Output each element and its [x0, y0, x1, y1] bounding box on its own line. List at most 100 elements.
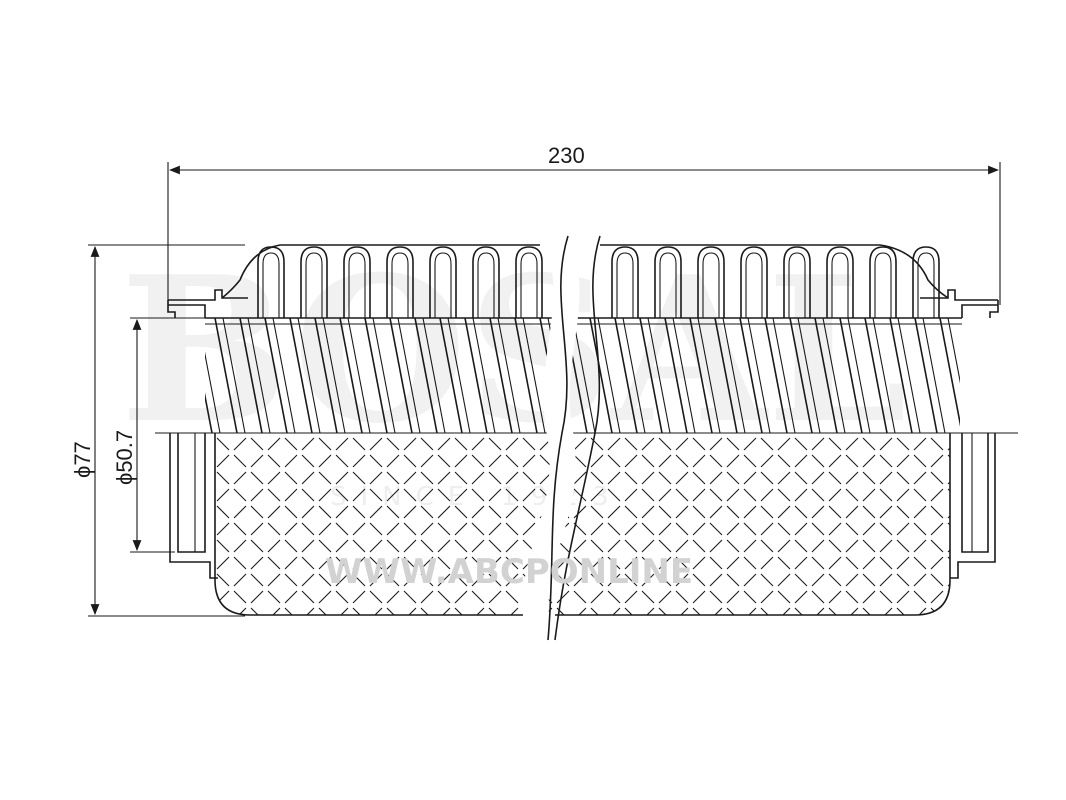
- braid-dash: [250, 522, 264, 536]
- braid-dash: [913, 454, 927, 468]
- braid-dash: [862, 573, 876, 587]
- bellow-fold-inner: [788, 252, 806, 318]
- braid-dash: [845, 522, 859, 536]
- braid-dash: [845, 539, 859, 553]
- braid-dash: [913, 573, 927, 587]
- braid-dash: [301, 556, 315, 570]
- braid-dash: [386, 437, 400, 451]
- braid-dash: [301, 488, 315, 502]
- braid-dash: [709, 607, 723, 615]
- braid-dash: [794, 437, 808, 451]
- braid-dash: [896, 556, 910, 570]
- braid-dash: [777, 454, 791, 468]
- braid-dash: [488, 539, 502, 553]
- bellow-fold: [515, 246, 543, 318]
- braid-dash: [624, 573, 638, 587]
- braid-dash: [845, 556, 859, 570]
- braid-dash: [352, 454, 366, 468]
- coil-strip-inner: [822, 318, 846, 433]
- braid-dash: [352, 437, 366, 451]
- coil-strip-inner: [522, 318, 546, 433]
- bellow-fold: [826, 246, 854, 318]
- braid-dash: [284, 454, 298, 468]
- braid-dash: [216, 590, 230, 604]
- braid-dash: [267, 471, 281, 485]
- bellow-fold: [300, 246, 328, 318]
- coil-strip: [439, 318, 463, 433]
- braid-dash: [965, 574, 977, 586]
- braid-dash: [862, 437, 876, 451]
- braid-dash: [760, 454, 774, 468]
- coil-strip: [689, 318, 713, 433]
- braid-dash: [403, 522, 417, 536]
- braid-dash: [692, 607, 706, 615]
- braid-dash: [726, 522, 740, 536]
- braid-dash: [794, 505, 808, 519]
- braid-dash: [913, 607, 927, 615]
- braid-dash: [828, 488, 842, 502]
- braid-dash: [454, 539, 468, 553]
- braid-dash: [879, 522, 893, 536]
- braid-dash: [675, 539, 689, 553]
- braid-dash: [369, 539, 383, 553]
- braid-dash: [216, 437, 230, 451]
- braid-dash: [488, 607, 502, 615]
- braid-dash: [965, 523, 977, 535]
- braid-dash: [369, 454, 383, 468]
- braid-dash: [267, 590, 281, 604]
- braid-dash: [913, 488, 927, 502]
- braid-dash: [420, 437, 434, 451]
- coil-strip-inner: [847, 318, 871, 433]
- bellows-upper: [205, 244, 962, 325]
- braid-dash: [471, 505, 485, 519]
- bellow-fold: [654, 246, 682, 318]
- bellow-fold-inner: [434, 252, 452, 318]
- braid-dash: [965, 591, 977, 603]
- coil-strip: [414, 318, 438, 433]
- braid-dash: [879, 607, 893, 615]
- braid-dash: [692, 454, 706, 468]
- braid-dash: [233, 505, 247, 519]
- watermark-url: WWW.ABCPONLINE: [325, 552, 693, 592]
- braid-dash: [573, 471, 587, 485]
- coil-strip-inner: [872, 318, 896, 433]
- braid-dash: [624, 505, 638, 519]
- braid-dash: [233, 522, 247, 536]
- braid-dash: [454, 522, 468, 536]
- braid-dash: [522, 505, 536, 519]
- braid-dash: [743, 505, 757, 519]
- braid-dash: [930, 471, 944, 485]
- braid-dash: [794, 471, 808, 485]
- braid-dash: [573, 539, 587, 553]
- braid-dash: [828, 454, 842, 468]
- braid-dash: [369, 590, 383, 604]
- braid-dash: [811, 488, 825, 502]
- braid-dash: [590, 556, 604, 570]
- braid-dash: [352, 488, 366, 502]
- braid-dash: [811, 556, 825, 570]
- braid-dash: [947, 607, 950, 615]
- braid-dash: [641, 539, 655, 553]
- braid-dash: [250, 471, 264, 485]
- braid-dash: [607, 539, 621, 553]
- braid-dash: [709, 437, 723, 451]
- braid-dash: [879, 437, 893, 451]
- braid-dash: [488, 590, 502, 604]
- braid-dash: [879, 539, 893, 553]
- braid-dash: [845, 607, 859, 615]
- braid-dash: [403, 556, 417, 570]
- braid-dash: [488, 454, 502, 468]
- braid-dash: [335, 454, 349, 468]
- braid-dash: [556, 590, 570, 604]
- braid-dash: [743, 556, 757, 570]
- braid-dash: [267, 522, 281, 536]
- braid-dash: [777, 522, 791, 536]
- coil-strip-inner: [747, 318, 771, 433]
- braid-dash: [743, 607, 757, 615]
- braid-dash: [862, 488, 876, 502]
- coil-strip-inner: [447, 318, 471, 433]
- braid-dash: [658, 573, 672, 587]
- bellow-fold-inner: [874, 252, 892, 318]
- braid-dash: [624, 454, 638, 468]
- braid-dash: [216, 539, 230, 553]
